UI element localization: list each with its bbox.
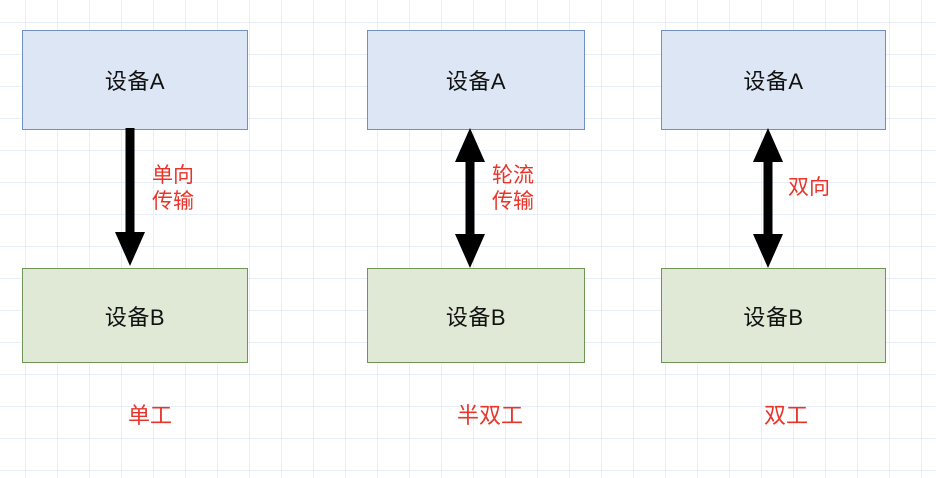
device-a-box-half-duplex: 设备A — [367, 30, 585, 130]
device-b-box-half-duplex: 设备B — [367, 268, 585, 363]
device-b-label: 设备B — [104, 304, 166, 330]
caption-simplex: 单工 — [127, 403, 172, 428]
caption-half-duplex: 半双工 — [456, 403, 523, 428]
device-b-box-full-duplex: 设备B — [661, 268, 886, 363]
arrow-label-half-duplex: 轮流 传输 — [492, 164, 534, 214]
arrow-up-down-icon-full-duplex — [753, 128, 783, 268]
device-a-box-full-duplex: 设备A — [661, 30, 886, 130]
arrow-label-simplex: 单向 传输 — [152, 164, 194, 214]
diagram-column-full-duplex: 设备A 双向 设备B 双工 — [636, 0, 936, 478]
arrow-up-down-icon-half-duplex — [455, 128, 485, 268]
device-a-label: 设备A — [104, 69, 166, 94]
arrow-label-full-duplex: 双向 — [788, 176, 830, 199]
diagram-column-half-duplex: 设备A 轮流 传输 设备B 半双工 — [340, 0, 640, 478]
device-a-label: 设备A — [445, 69, 507, 94]
device-a-label: 设备A — [743, 69, 804, 94]
arrow-down-icon-simplex — [115, 128, 145, 266]
device-b-label: 设备B — [743, 304, 804, 330]
diagram-column-simplex: 设备A 单向 传输 设备B 单工 — [0, 0, 300, 478]
device-a-box-simplex: 设备A — [22, 30, 248, 130]
device-b-box-simplex: 设备B — [22, 268, 248, 363]
caption-full-duplex: 双工 — [763, 403, 808, 428]
device-b-label: 设备B — [445, 304, 507, 330]
